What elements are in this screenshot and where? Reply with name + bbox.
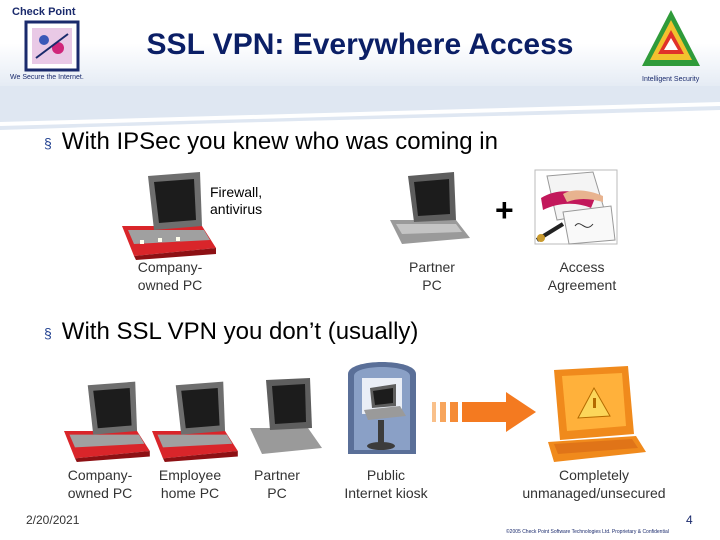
bullet-text: With SSL VPN you don’t (usually)	[61, 318, 419, 345]
internet-kiosk-icon	[348, 362, 416, 454]
checkpoint-logo: Check Point We Secure the Internet.	[10, 6, 100, 86]
ssl-company-pc-icon	[64, 381, 150, 462]
logo-tagline: We Secure the Internet.	[10, 74, 84, 81]
logo-brand-text: Check Point	[12, 6, 76, 18]
plus-sign: +	[495, 192, 514, 228]
bullet-marker-icon: §	[44, 324, 52, 341]
employee-home-pc-label: Employee home PC	[158, 467, 222, 501]
access-agreement-label: Access Agreement	[547, 259, 617, 293]
logo-emblem-icon	[24, 20, 80, 72]
bullet-text: With IPSec you knew who was coming in	[61, 128, 498, 155]
employee-home-pc-icon	[152, 381, 238, 462]
company-pc-firewall-icon	[122, 172, 216, 260]
bullet-marker-icon: §	[44, 134, 52, 151]
unmanaged-unsecured-label: Completely unmanaged/unsecured	[522, 467, 666, 501]
handshake-agreement-icon	[534, 169, 618, 245]
firewall-antivirus-label: Firewall, antivirus	[210, 184, 263, 217]
bullet-ssl: § With SSL VPN you don’t (usually)	[44, 318, 418, 346]
slide-title: SSL VPN: Everywhere Access	[146, 28, 574, 61]
page-number: 4	[686, 513, 693, 527]
ssl-partner-pc-label: Partner PC	[254, 467, 300, 501]
ssl-company-owned-pc-label: Company- owned PC	[67, 467, 133, 501]
partner-pc-label: Partner PC	[409, 259, 455, 293]
triangle-logo-icon	[642, 10, 700, 66]
logo-tagline: Intelligent Security	[642, 76, 700, 83]
public-internet-kiosk-label: Public Internet kiosk	[344, 467, 428, 501]
header-swoosh	[0, 86, 720, 130]
footer-date: 2/20/2021	[26, 513, 80, 527]
intelligent-security-logo: Intelligent Security	[630, 6, 712, 86]
company-owned-pc-label: Company- owned PC	[137, 259, 203, 293]
bullet-ipsec: § With IPSec you knew who was coming in	[44, 128, 498, 156]
partner-pc-laptop-icon	[390, 172, 470, 244]
footer-copyright: ©2005 Check Point Software Technologies …	[506, 529, 669, 535]
orange-arrow-icon	[432, 392, 536, 432]
ssl-partner-pc-icon	[250, 378, 322, 454]
unmanaged-pc-warning-icon	[548, 366, 646, 462]
header-band	[0, 0, 720, 96]
